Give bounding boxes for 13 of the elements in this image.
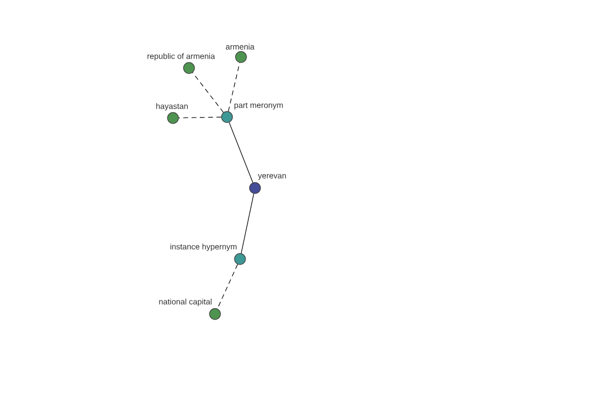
node-label: part meronym — [234, 102, 283, 110]
node-label: armenia — [226, 44, 254, 50]
node-label: hayastan — [156, 103, 188, 111]
node-label: republic of armenia — [148, 53, 215, 61]
connector — [178, 116, 222, 118]
node-label: yerevan — [258, 174, 286, 180]
connector — [228, 62, 240, 112]
connector — [217, 264, 238, 310]
connector — [240, 193, 254, 254]
connector — [192, 72, 224, 113]
node-label: instance hypernym — [170, 244, 237, 252]
node-label: national capital — [159, 298, 212, 306]
connector — [228, 122, 254, 183]
